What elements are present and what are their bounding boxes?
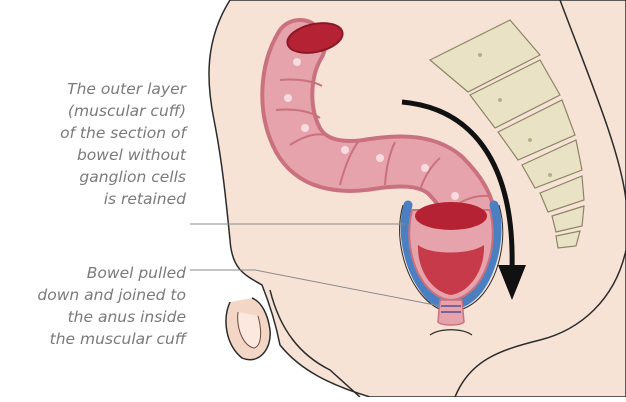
bowel-pulled-label: Bowel pulled down and joined to the anus…	[0, 262, 186, 350]
muscular-cuff-label: The outer layer (muscular cuff) of the s…	[12, 78, 186, 210]
rectum-lumen	[415, 202, 487, 230]
